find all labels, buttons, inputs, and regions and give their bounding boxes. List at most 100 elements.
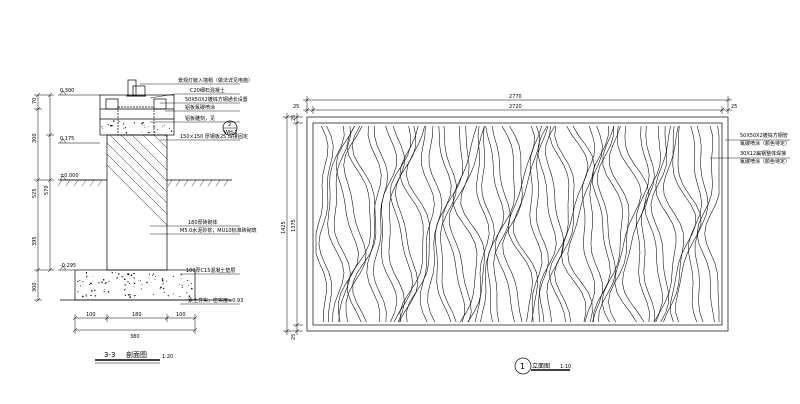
concrete-dot xyxy=(129,294,131,296)
wall-hatch-line xyxy=(153,134,168,149)
wall-hatch-line xyxy=(106,164,168,226)
concrete-dot xyxy=(103,289,105,290)
concrete-dot xyxy=(81,295,84,298)
wave-strand xyxy=(675,125,702,323)
concrete-dot xyxy=(163,287,165,290)
dim-525: 525 xyxy=(32,188,38,198)
wall-hatch-line xyxy=(131,134,168,171)
elevation-drawing xyxy=(306,116,729,332)
wave-strand xyxy=(644,125,663,323)
wave-strand xyxy=(704,125,720,322)
concrete-dot xyxy=(85,295,87,297)
wave-strand xyxy=(491,125,511,323)
wave-strand xyxy=(614,125,642,323)
concrete-dot xyxy=(141,284,143,286)
dim-25-bottom: 25 xyxy=(291,334,297,340)
concrete-dot xyxy=(111,272,113,274)
concrete-dot xyxy=(101,126,103,128)
concrete-dot xyxy=(170,130,173,132)
note-aluminum-coating: 铝板氟碳喷涂 xyxy=(185,104,215,111)
dim-100-left: 100 xyxy=(86,312,96,318)
wall-hatch-line xyxy=(106,142,168,204)
concrete-dot xyxy=(153,294,155,296)
concrete-dot xyxy=(127,294,130,296)
dim-300: 300 xyxy=(32,133,38,143)
concrete-dot xyxy=(123,128,125,129)
dim-180: 180 xyxy=(132,312,142,318)
note-tube: 50X50X2镀锌方钢管 xyxy=(740,132,788,139)
wave-strand xyxy=(641,125,655,323)
dim-2720: 2720 xyxy=(509,104,522,110)
concrete-dot xyxy=(153,126,155,128)
concrete-dot xyxy=(86,277,88,278)
concrete-dot xyxy=(117,273,120,275)
concrete-dot xyxy=(137,279,139,281)
wave-pattern xyxy=(315,125,720,323)
concrete-dot xyxy=(133,277,135,279)
elevation-label-scale: 1:10 xyxy=(560,364,571,370)
elevation-label-number: 1 xyxy=(520,362,525,371)
lamp-head xyxy=(132,85,146,97)
concrete-dot xyxy=(128,282,130,284)
concrete-dot xyxy=(133,286,135,288)
wave-strand xyxy=(670,125,697,323)
concrete-dot xyxy=(160,286,162,289)
wave-strand xyxy=(694,125,709,323)
concrete-dot xyxy=(123,278,126,281)
wave-strand xyxy=(315,125,329,322)
wall-hatch-line xyxy=(142,134,168,160)
wave-strand xyxy=(343,125,367,323)
concrete-dot xyxy=(101,281,103,283)
concrete-dot xyxy=(133,273,135,275)
section-label-number: 3-3 xyxy=(104,351,115,359)
lamp-post xyxy=(127,79,137,97)
concrete-dot xyxy=(181,285,183,287)
wave-strand xyxy=(452,125,478,323)
dim-2770: 2770 xyxy=(509,94,522,100)
wave-strand xyxy=(581,125,596,323)
wave-strand xyxy=(435,125,452,323)
concrete-dot xyxy=(134,294,136,297)
elevation-label-title: 立面图 xyxy=(532,362,550,370)
concrete-dot xyxy=(148,131,150,134)
concrete-dot xyxy=(154,131,156,133)
wave-strand xyxy=(650,125,669,323)
dim-70: 70 xyxy=(32,98,38,104)
wall-hatch-line xyxy=(109,134,168,193)
steel-tube-left xyxy=(105,98,119,110)
wave-strand xyxy=(535,125,549,323)
concrete-dot xyxy=(122,123,125,125)
note-soil: 素土夯实，密实度≥0.93 xyxy=(188,297,243,304)
concrete-dot xyxy=(133,282,136,285)
concrete-dot xyxy=(148,273,150,275)
brick-wall xyxy=(106,134,168,271)
wave-strand xyxy=(663,125,684,323)
section-drawing xyxy=(57,79,232,301)
concrete-dot xyxy=(159,288,161,290)
dim-1425: 1425 xyxy=(281,221,287,234)
concrete-dot xyxy=(116,277,118,279)
concrete-dot xyxy=(124,289,126,291)
wave-strand xyxy=(529,125,543,323)
concrete-dot xyxy=(109,124,112,127)
concrete-dot xyxy=(186,292,188,294)
wave-strand xyxy=(601,125,623,323)
wave-strand xyxy=(381,125,398,323)
callout-bottom-text: WH-1 xyxy=(224,130,238,136)
concrete-dot xyxy=(188,295,191,297)
concrete-dot xyxy=(125,131,128,134)
concrete-dot xyxy=(124,284,126,286)
wave-strand xyxy=(549,125,570,323)
concrete-dot xyxy=(163,291,165,293)
elevation-minus0295: -0.295 xyxy=(60,263,76,269)
concrete-dot xyxy=(155,275,156,277)
note-mortar: M5.0水泥砂浆，MU10标准砖砌筑 xyxy=(180,227,257,234)
wave-strand xyxy=(608,125,630,323)
wave-strand xyxy=(318,125,334,322)
section-leaders xyxy=(140,83,240,305)
elevation-0000: ±0.000 xyxy=(60,173,79,179)
section-label-title: 剖面图 xyxy=(126,350,147,359)
wave-strand xyxy=(448,125,472,323)
concrete-dot xyxy=(156,129,158,130)
wave-strand xyxy=(696,125,715,323)
